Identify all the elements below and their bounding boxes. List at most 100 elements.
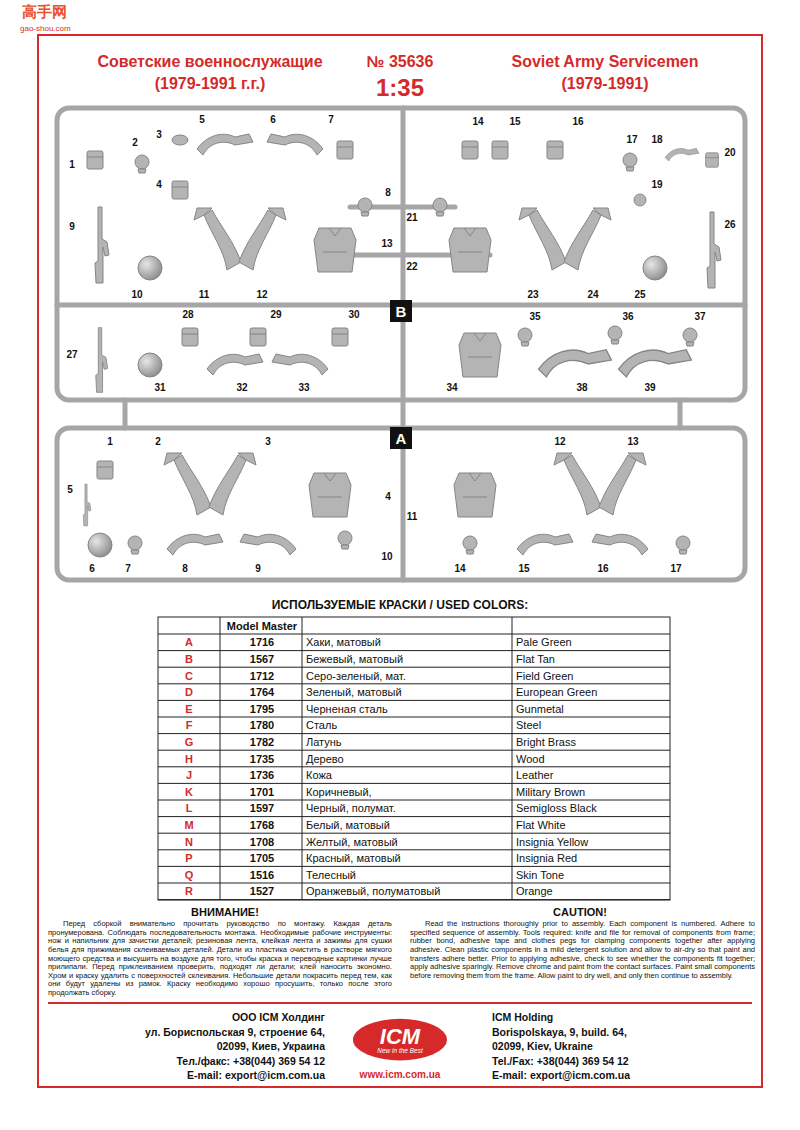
callout-number: 14 [472,116,483,128]
address-line: 02099, Kiev, Ukraine [492,1040,593,1052]
node-subtitle: New in the Best [377,1048,423,1055]
part [97,461,113,479]
part [272,354,328,375]
part [239,208,286,270]
color-name-en: Insignia Red [516,852,577,865]
callout-number: 1 [107,436,113,448]
color-letter: L [186,802,193,815]
part [240,534,296,555]
color-name-en: Bright Brass [516,736,576,749]
sprue-runner [123,400,128,428]
part [463,536,477,554]
callout-number: 23 [527,289,538,301]
color-name-en: Skin Tone [516,868,564,881]
callout-number: 35 [529,311,540,323]
callout-number: 12 [256,289,267,301]
color-code: 1705 [250,852,274,865]
color-letter: N [185,835,193,848]
part [209,453,256,515]
color-name-ru: Сталь [306,719,337,732]
part [182,328,198,346]
sprue-letter: B [390,300,412,322]
part [683,328,697,346]
color-letter: G [185,736,194,749]
part [138,353,162,377]
address-line: Borispolskaya, 9, build. 64, [492,1025,627,1037]
callout-number: 13 [627,436,638,448]
color-letter: P [185,852,192,865]
part [643,256,667,280]
color-letter: K [185,785,193,798]
color-name-ru: Оранжевый, полуматовый [306,885,440,898]
part [138,256,162,280]
color-letter: B [185,653,193,666]
table-rule [158,733,670,734]
color-code: 1708 [250,835,274,848]
color-letter: F [186,719,193,732]
scale: 1:35 [376,74,424,102]
callout-number: 9 [255,563,261,575]
callout-number: 2 [155,436,161,448]
part [518,328,532,346]
callout-number: 24 [587,289,598,301]
callout-number: 27 [66,349,77,361]
part [87,151,103,169]
part [634,194,646,206]
callout-number: 32 [236,382,247,394]
callout-number: 12 [554,436,565,448]
callout-number: 34 [446,382,457,394]
callout-number: 6 [270,114,276,126]
color-name-en: Pale Green [516,636,572,649]
table-rule [158,683,670,684]
color-letter: D [185,686,193,699]
node-title: B [396,304,407,319]
part [250,328,266,346]
color-code: 1782 [250,736,274,749]
part [88,533,112,557]
part [197,134,253,155]
part [95,207,109,283]
address-line: ICM Holding [492,1011,553,1023]
part [358,198,372,216]
callout-number: 10 [381,551,392,563]
part [433,198,447,216]
callout-number: 13 [381,238,392,250]
title-years: (1979-1991) [561,75,648,93]
callout-number: 16 [597,563,608,575]
brand-logo: ICMNew in the Best [352,1018,448,1061]
part [96,328,108,393]
address-line: E-mail: export@icm.com.ua [492,1069,630,1081]
table-title: ИСПОЛЬЗУЕМЫЕ КРАСКИ / USED COLORS: [272,599,529,613]
logo-ellipse [353,1019,447,1061]
color-code: 1764 [250,686,274,699]
caution-text: Перед сборкой внимательно прочитать руко… [48,920,392,998]
color-name-ru: Телесный [306,868,356,881]
callout-number: 28 [182,309,193,321]
part [194,208,241,270]
title-ru: Советские военнослужащие [97,53,322,71]
color-name-ru: Хаки, матовый [306,636,381,649]
color-code: 1780 [250,719,274,732]
color-table-grid [158,617,670,900]
callout-number: 17 [626,134,637,146]
table-rule [158,783,670,784]
color-code: 1768 [250,819,274,832]
caution-heading: CAUTION! [553,906,607,919]
address-line: E-mail: export@icm.com.ua [187,1069,325,1081]
color-name-ru: Бежевый, матовый [306,653,403,666]
color-name-en: Leather [516,769,553,782]
callout-number: 19 [651,179,662,191]
color-name-ru: Черненая сталь [306,702,388,715]
part [172,181,188,199]
color-code: 1516 [250,868,274,881]
color-name-ru: Дерево [306,752,344,765]
footer-rule [48,1002,752,1004]
callout-number: 2 [132,137,138,149]
callout-number: 11 [407,511,418,523]
part [519,208,566,270]
sprue-frame [57,428,745,580]
table-rule [302,617,303,900]
color-code: 1712 [250,669,274,682]
part [564,208,611,270]
part [592,534,648,555]
